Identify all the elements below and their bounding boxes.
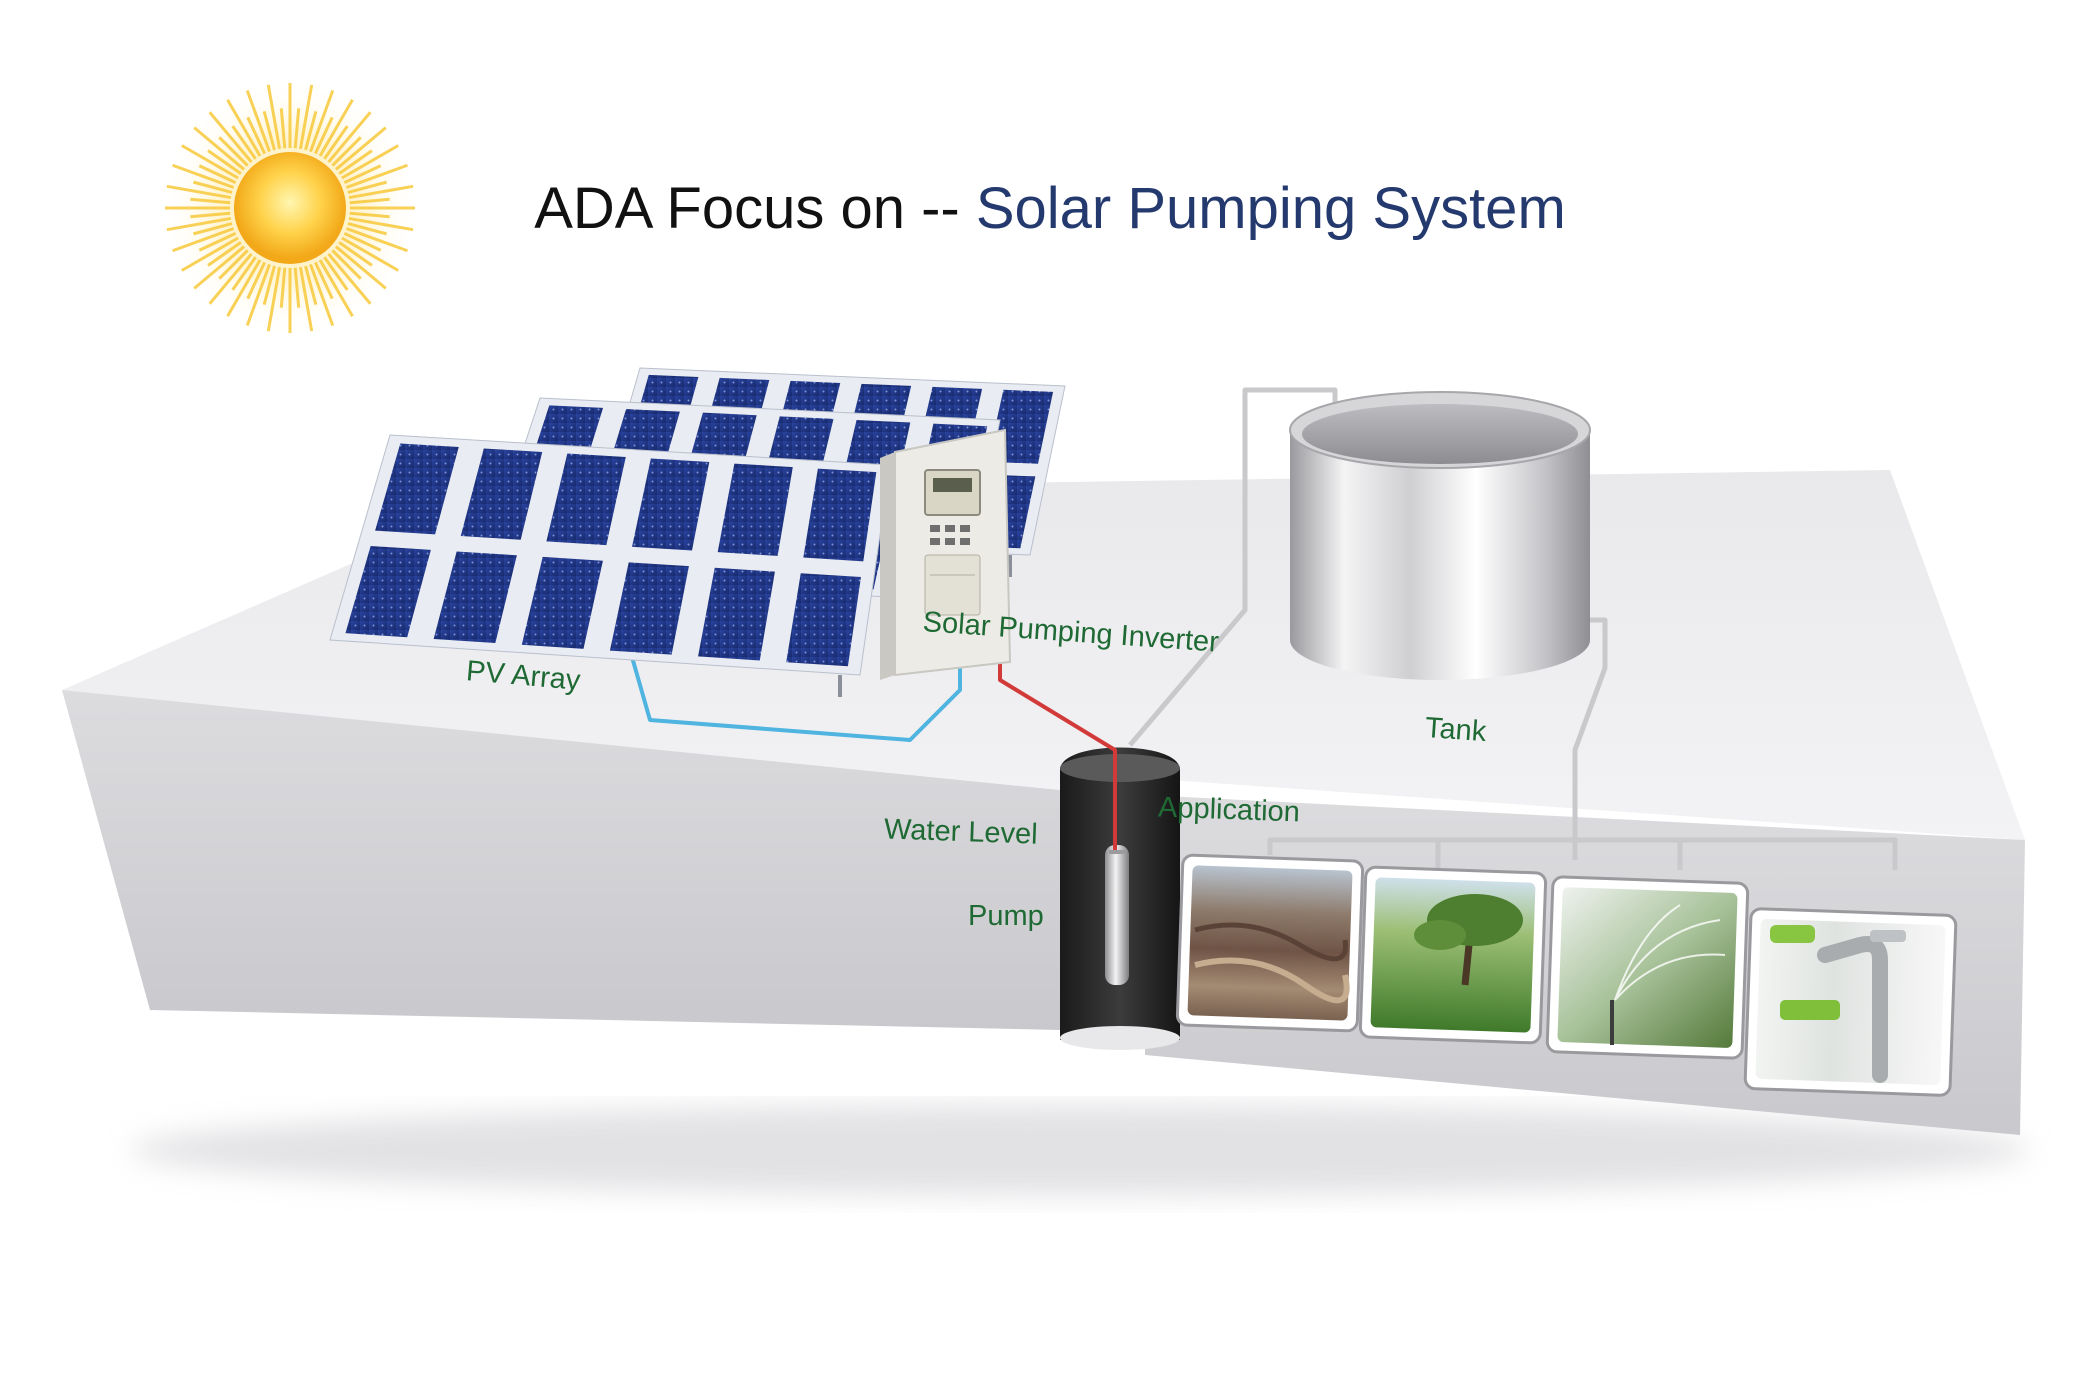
title-highlight: Solar Pumping System [976,176,1566,241]
canyon-photo [1177,855,1363,1031]
title-prefix: ADA Focus on -- [534,176,976,241]
faucet-photo [1745,908,1956,1095]
tank-label: Tank [1424,712,1487,749]
page-title: ADA Focus on -- Solar Pumping System [0,175,2100,242]
application-label: Application [1157,792,1300,830]
grassland-tree-photo [1360,867,1546,1043]
inverter-display [925,470,980,515]
water-tank [1290,392,1590,680]
pump-label: Pump [968,900,1044,933]
water-level-label: Water Level [883,813,1038,851]
sprinkler-irrigation-photo [1547,877,1748,1059]
pump-icon [1105,845,1129,985]
